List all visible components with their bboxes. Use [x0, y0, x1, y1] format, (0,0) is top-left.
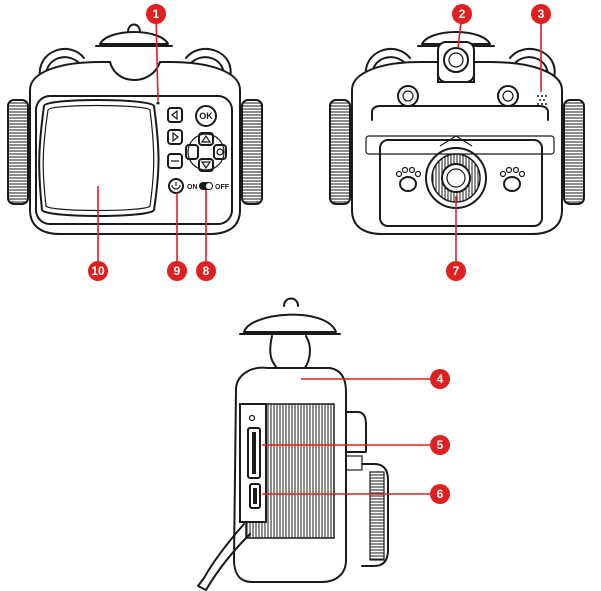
- left-ear: [38, 48, 85, 79]
- marker-1: 1: [146, 4, 166, 24]
- dpad-right-icon: [216, 148, 224, 156]
- power-icon: [171, 182, 181, 190]
- side-lens-mount: [345, 411, 367, 453]
- front-panel: [35, 95, 233, 225]
- button-top-left[interactable]: [167, 107, 183, 123]
- microphone-hole: [156, 101, 160, 105]
- front-body: [29, 61, 241, 235]
- side-lens-barrel: [361, 463, 389, 567]
- lens-panel: [379, 139, 543, 227]
- dpad-right[interactable]: [213, 144, 227, 160]
- side-top-dome: [243, 313, 337, 333]
- left-paw-icon: [395, 166, 422, 192]
- front-lens: [443, 47, 469, 73]
- marker-4: 4: [430, 369, 450, 389]
- back-right-grip: [563, 99, 585, 205]
- marker-3-label: 3: [538, 7, 545, 21]
- play-icon: [172, 131, 179, 143]
- side-lens-grip: [369, 471, 385, 561]
- marker-6: 6: [430, 484, 450, 504]
- front-left-grip: [7, 99, 29, 205]
- marker-9-label: 9: [174, 264, 181, 278]
- marker-4-label: 4: [437, 372, 444, 386]
- side-top-knob: [283, 297, 299, 307]
- left-eye-pupil: [402, 90, 414, 102]
- back-right-ear: [509, 48, 556, 79]
- right-paw-icon: [499, 166, 526, 192]
- memory-card-slot: [247, 427, 261, 479]
- back-view: [329, 31, 585, 235]
- power-button[interactable]: [168, 178, 184, 194]
- right-ear: [185, 48, 232, 79]
- rear-lens: [441, 163, 471, 193]
- back-left-ear: [364, 48, 411, 79]
- memory-card-slot-inner: [252, 432, 256, 474]
- front-view: OK ON OFF: [7, 23, 263, 235]
- marker-2: 2: [452, 4, 472, 24]
- rear-lens-inner: [446, 168, 466, 188]
- right-eye-pupil: [502, 90, 514, 102]
- printer-lid: [371, 105, 549, 121]
- marker-7: 7: [446, 261, 466, 281]
- dpad-left[interactable]: [185, 144, 199, 160]
- switch-off-label: OFF: [215, 184, 230, 191]
- leader-1: [155, 13, 159, 102]
- back-left-grip: [329, 99, 351, 205]
- marker-5-label: 5: [437, 438, 444, 452]
- dpad-down[interactable]: [198, 158, 214, 172]
- marker-10-label: 10: [91, 264, 105, 278]
- speaker: [537, 95, 547, 105]
- switch-on-label: ON: [187, 184, 198, 191]
- usb-port-inner: [253, 488, 257, 504]
- callouts: [97, 13, 542, 495]
- usb-port: [249, 483, 261, 509]
- dpad-up[interactable]: [198, 132, 214, 146]
- reset-hole: [248, 414, 256, 422]
- top-knob: [127, 23, 141, 33]
- front-right-grip: [241, 99, 263, 205]
- marker-1-label: 1: [153, 7, 160, 21]
- front-lens-inner: [448, 52, 464, 68]
- screen: [38, 99, 160, 217]
- marker-9: 9: [167, 261, 187, 281]
- marker-5: 5: [430, 435, 450, 455]
- power-switch-knob: [206, 183, 212, 189]
- wrist-strap: [197, 523, 251, 591]
- marker-2-label: 2: [459, 7, 466, 21]
- button-lower-left[interactable]: [167, 153, 183, 169]
- marker-6-label: 6: [437, 487, 444, 501]
- front-buttons: OK ON OFF: [167, 105, 230, 194]
- marker-8: 8: [196, 261, 216, 281]
- screen-inner: [42, 104, 155, 212]
- button-mid-left[interactable]: [167, 129, 183, 145]
- marker-8-label: 8: [203, 264, 210, 278]
- lens-hood-top: [439, 135, 473, 147]
- down-arrow-icon: [200, 161, 212, 170]
- side-button: [345, 455, 363, 471]
- ok-button-label: OK: [199, 111, 213, 121]
- top-dome: [99, 31, 169, 45]
- up-arrow-icon: [200, 134, 212, 143]
- side-view: [197, 297, 389, 591]
- marker-3: 3: [531, 4, 551, 24]
- ok-button[interactable]: [195, 105, 217, 127]
- marker-10: 10: [88, 261, 108, 281]
- marker-7-label: 7: [453, 264, 460, 278]
- left-arrow-icon: [171, 109, 178, 121]
